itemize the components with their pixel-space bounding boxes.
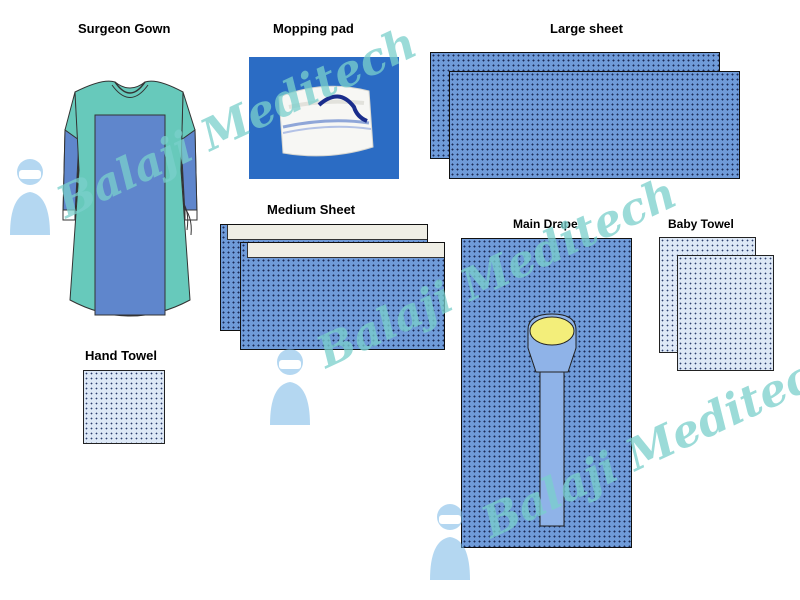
person-mask-logo-icon	[430, 504, 470, 580]
label-hand-towel: Hand Towel	[85, 348, 157, 363]
large-sheet-front	[449, 71, 740, 179]
label-large-sheet: Large sheet	[550, 21, 623, 36]
medium-sheet-front	[240, 242, 445, 350]
baby-towel-front	[677, 255, 774, 371]
mopping-pad-photo	[249, 57, 399, 179]
surgeon-gown-illustration	[62, 80, 198, 317]
person-mask-logo-icon	[10, 159, 50, 235]
label-main-drape: Main Drape	[513, 217, 578, 231]
label-surgeon-gown: Surgeon Gown	[78, 21, 171, 36]
person-mask-logo-icon	[270, 349, 310, 425]
label-baby-towel: Baby Towel	[668, 217, 734, 231]
label-mopping-pad: Mopping pad	[273, 21, 354, 36]
main-drape-fenestration	[527, 313, 577, 527]
label-medium-sheet: Medium Sheet	[267, 202, 356, 217]
hand-towel	[83, 370, 165, 444]
